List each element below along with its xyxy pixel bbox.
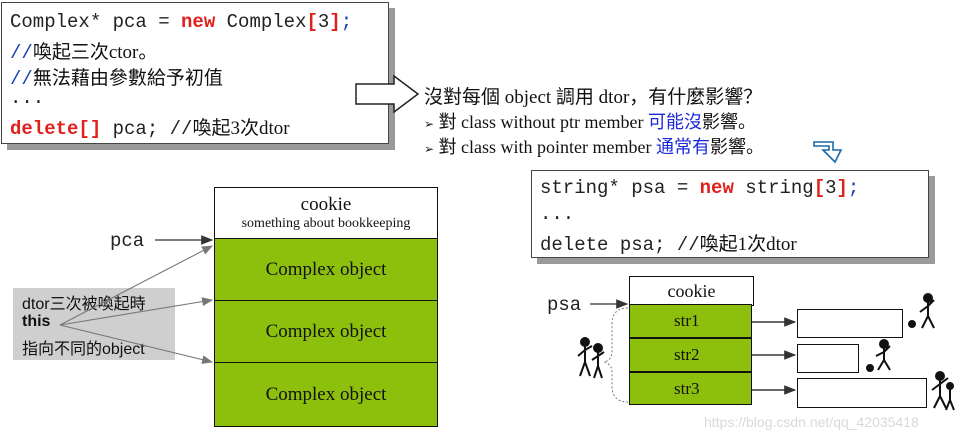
dtor-note-box	[13, 288, 175, 360]
code-text: delete psa; //	[540, 234, 700, 256]
code-line-5: delete[] pca; //喚起3次dtor	[10, 113, 290, 140]
code-bracket: [	[306, 11, 318, 33]
dtor-note-line-1: dtor三次被喚起時	[22, 296, 146, 313]
comment-text: 喚起3次dtor	[192, 118, 290, 139]
keyword-new: new	[181, 11, 216, 33]
bullet-text: 對 class without ptr member	[438, 112, 649, 132]
bullet-icon: ➢	[424, 117, 435, 131]
code-line-3: delete psa; //喚起1次dtor	[540, 229, 797, 256]
string-storage-3	[797, 378, 927, 408]
cookie-cell-complex: cookie something about bookkeeping	[214, 187, 438, 240]
str-cell-1: str1	[629, 304, 752, 338]
stick-figure-group-icon	[577, 337, 605, 379]
code-text: pca; //	[101, 118, 193, 140]
comment-marker: //	[10, 68, 33, 90]
bullet-text: 影響。	[710, 137, 765, 157]
code-semicolon: ;	[847, 177, 860, 199]
code-line-4: ...	[10, 87, 45, 109]
bullet-highlight: 可能沒	[648, 112, 703, 132]
code-line-3: //無法藉由參數給予初值	[10, 63, 223, 90]
this-arrow-1	[59, 245, 213, 326]
this-arrow-3	[59, 324, 214, 364]
psa-label: psa	[547, 294, 582, 316]
str-cell-3: str3	[629, 372, 752, 405]
comment-text: 無法藉由參數給予初值	[32, 68, 223, 89]
code-text: Complex	[215, 11, 307, 33]
code-bracket: ]	[329, 11, 341, 33]
pca-label: pca	[110, 230, 145, 252]
code-text: Complex* pca =	[10, 11, 182, 33]
dtor-note-line-2: this	[22, 313, 51, 330]
code-text: string* psa =	[540, 177, 700, 199]
keyword-new: new	[699, 177, 734, 199]
stick-figure-icon	[908, 293, 935, 329]
str-label: str2	[674, 345, 700, 364]
question-text: 沒對每個 object 調用 dtor，有什麼影響？	[424, 87, 763, 108]
cookie-subtitle: something about bookkeeping	[241, 215, 411, 231]
code-bracket: [	[813, 177, 826, 199]
str-label: str3	[674, 378, 700, 398]
keyword-delete: delete[]	[10, 118, 102, 140]
bullet-text: 影響。	[702, 112, 757, 132]
comment-marker: //	[10, 42, 33, 64]
code-box-string: string* psa = new string[3]; ... delete …	[531, 170, 929, 258]
code-line-2: //喚起三次ctor。	[10, 37, 157, 64]
comment-text: 喚起三次ctor。	[32, 42, 158, 63]
complex-object-cell-3: Complex object	[214, 362, 438, 427]
string-storage-2	[797, 344, 859, 373]
code-semicolon: ;	[340, 11, 353, 33]
dtor-note-line-3: 指向不同的object	[22, 341, 145, 358]
this-arrow-2	[59, 297, 214, 326]
code-number: 3	[825, 177, 837, 199]
str-label: str1	[674, 311, 700, 330]
bullet-icon: ➢	[424, 142, 435, 156]
cookie-cell-string: cookie	[629, 276, 754, 306]
code-bracket: ]	[836, 177, 848, 199]
complex-object-cell-2: Complex object	[214, 300, 438, 364]
code-line-2: ...	[540, 203, 575, 225]
bullet-highlight: 通常有	[656, 137, 711, 157]
bullet-without-ptr: ➢ 對 class without ptr member 可能沒影響。	[424, 108, 756, 134]
code-text: string	[733, 177, 814, 199]
code-line-1: Complex* pca = new Complex[3];	[10, 11, 352, 33]
code-box-complex: Complex* pca = new Complex[3]; //喚起三次cto…	[1, 2, 389, 144]
stick-figure-group-icon	[931, 371, 955, 411]
cookie-title: cookie	[300, 193, 352, 215]
bent-arrow-icon	[813, 141, 843, 164]
hollow-arrow-icon	[355, 74, 420, 114]
str-cell-2: str2	[629, 338, 752, 372]
bullet-text: 對 class with pointer member	[438, 137, 657, 157]
code-number: 3	[317, 11, 330, 33]
watermark: https://blog.csdn.net/qq_42035418	[704, 414, 919, 430]
string-storage-1	[797, 309, 903, 338]
bullet-with-ptr: ➢ 對 class with pointer member 通常有影響。	[424, 133, 764, 159]
stick-figure-icon	[866, 339, 891, 372]
comment-text: 喚起1次dtor	[699, 234, 797, 255]
code-line-1: string* psa = new string[3];	[540, 177, 859, 199]
